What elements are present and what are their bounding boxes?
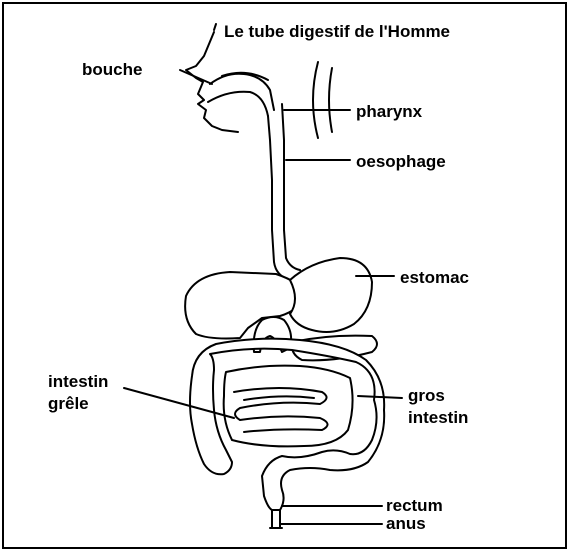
label-rectum: rectum [386, 496, 443, 516]
label-intestin-grele-line2: grêle [48, 394, 89, 414]
bouche-leader [180, 70, 212, 84]
label-bouche: bouche [82, 60, 142, 80]
intestin-grele-leader [124, 388, 234, 418]
rectum [272, 510, 280, 528]
skull-arc-2 [329, 68, 332, 132]
label-gros-intestin-line1: gros [408, 386, 445, 406]
tongue [208, 92, 268, 116]
gros-intestin-leader [358, 396, 402, 398]
skull-arc [313, 62, 318, 138]
oesophagus-right [282, 104, 300, 270]
label-oesophage: oesophage [356, 152, 446, 172]
label-pharynx: pharynx [356, 102, 422, 122]
small-intestine-outline [224, 366, 353, 447]
label-estomac: estomac [400, 268, 469, 288]
label-gros-intestin-line2: intestin [408, 408, 468, 428]
stomach [290, 258, 372, 332]
title-leader [214, 24, 216, 30]
label-anus: anus [386, 514, 426, 534]
label-intestin-grele-line1: intestin [48, 372, 108, 392]
diagram-title: Le tube digestif de l'Homme [224, 22, 450, 42]
